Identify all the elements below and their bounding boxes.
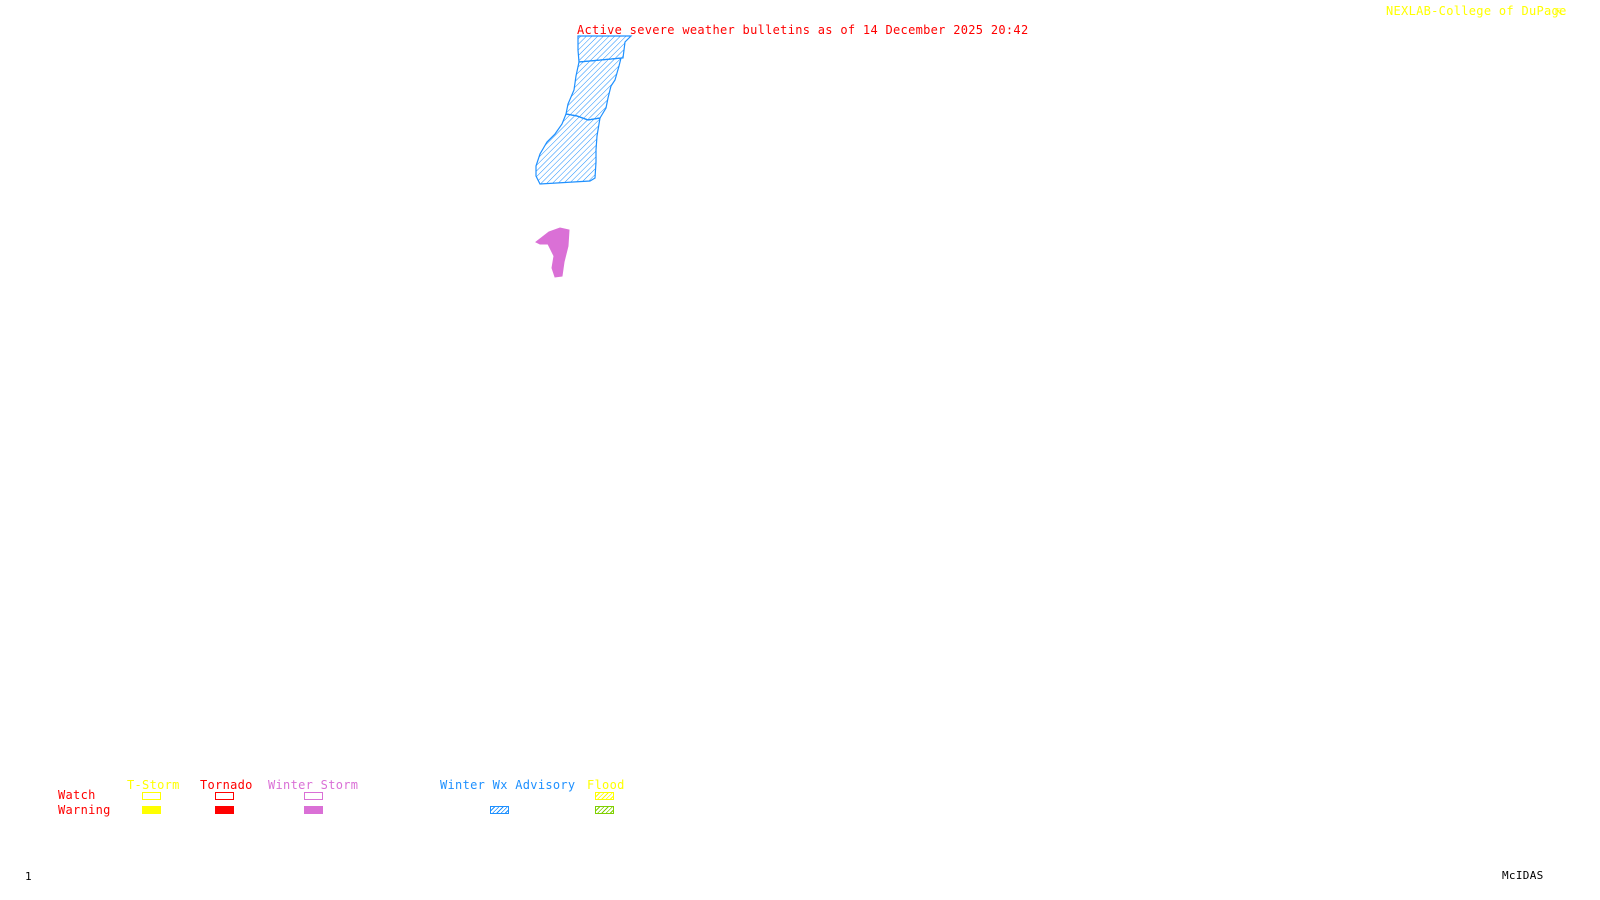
legend-winter-storm-label: Winter Storm [268,778,359,792]
flood-watch-swatch [595,792,614,800]
frame-number: 1 [25,870,32,883]
flood-warning-swatch [595,806,614,814]
legend-tornado-label: Tornado [200,778,253,792]
tstorm-watch-swatch [142,792,161,800]
winter-storm-warning-area [535,227,570,278]
winter-storm-warning-swatch [304,806,323,814]
tstorm-warning-swatch [142,806,161,814]
winter-wx-advisory-areas [535,35,633,185]
credit-label: NEXLAB-College of DuPage [1386,4,1567,18]
legend-flood-label: Flood [587,778,625,792]
software-label: McIDAS [1502,869,1544,882]
legend-tstorm-label: T-Storm [127,778,180,792]
legend-watch-label: Watch [58,788,96,802]
advisory-zone-north [577,35,633,63]
logo-icon: ⇱ [1555,4,1563,18]
winter-advisory-swatch [490,806,509,814]
tornado-warning-swatch [215,806,234,814]
advisory-zone-middle [565,57,622,121]
map-title: Active severe weather bulletins as of 14… [577,23,1029,37]
winter-storm-watch-swatch [304,792,323,800]
legend-winter-advisory-label: Winter Wx Advisory [440,778,576,792]
tornado-watch-swatch [215,792,234,800]
advisory-zone-south [535,113,601,185]
legend-warning-label: Warning [58,803,111,817]
